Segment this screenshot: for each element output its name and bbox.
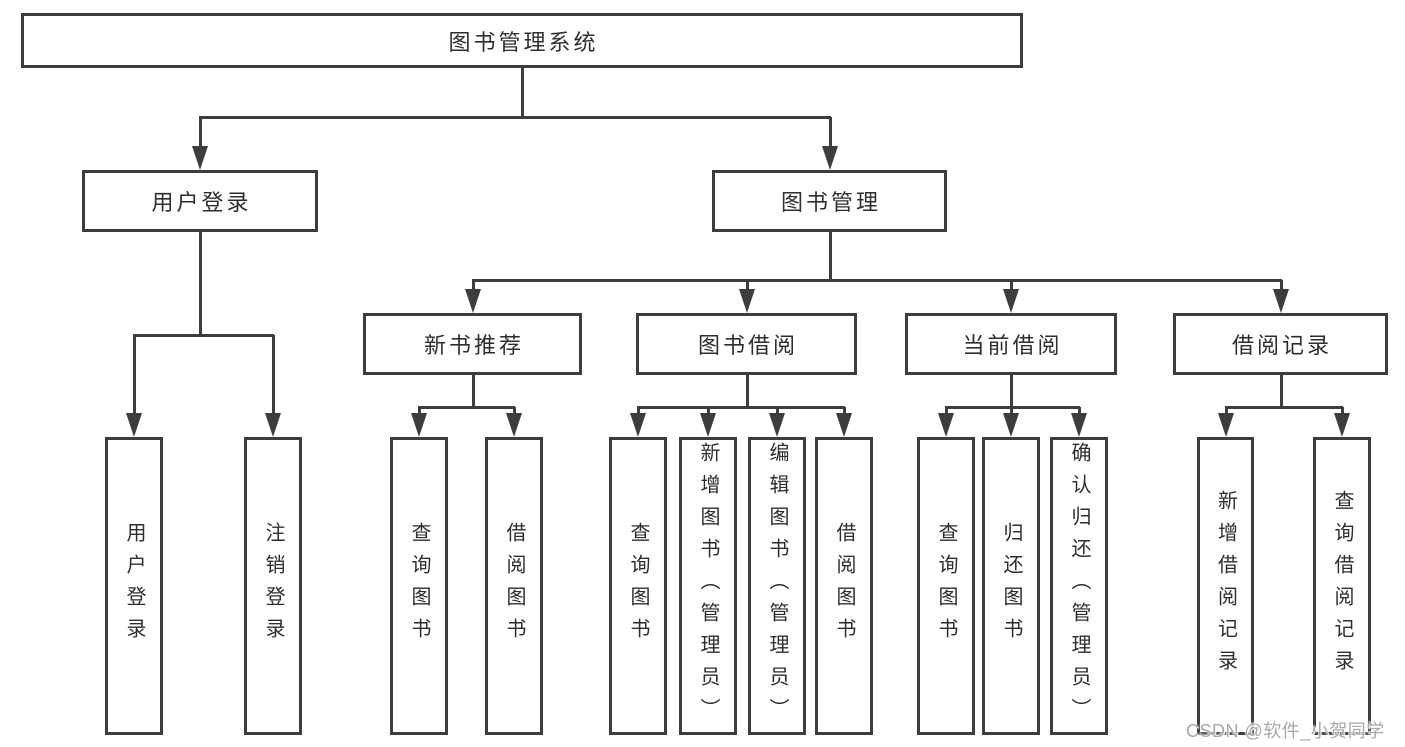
node-leaf-bb-borrow: 借阅图书 (815, 437, 873, 735)
node-label-leaf-br-add: 新增借阅记录 (1214, 490, 1237, 682)
node-label-root: 图书管理系统 (448, 29, 599, 55)
arrowhead (192, 146, 208, 170)
arrowhead (411, 413, 427, 437)
connector-vline (745, 375, 749, 407)
connector-vline (1010, 280, 1013, 295)
arrowhead (126, 413, 142, 437)
node-leaf-br-add: 新增借阅记录 (1197, 437, 1254, 735)
node-label-leaf-br-query: 查询借阅记录 (1331, 490, 1353, 682)
arrowhead (1334, 413, 1350, 437)
node-leaf-bb-query: 查询图书 (609, 437, 667, 735)
node-label-leaf-cb-return: 归还图书 (1000, 522, 1022, 650)
connector-vline (471, 375, 475, 407)
node-new-book-rec: 新书推荐 (363, 313, 582, 375)
node-book-mgmt: 图书管理 (712, 170, 947, 232)
arrowhead (821, 146, 838, 170)
node-label-borrow-records: 借阅记录 (1231, 333, 1332, 358)
connector-vline (1279, 375, 1283, 407)
arrowhead (1071, 413, 1087, 437)
arrowhead (1003, 289, 1019, 313)
node-root: 图书管理系统 (21, 13, 1023, 68)
node-label-leaf-nb-borrow: 借阅图书 (503, 522, 525, 650)
node-leaf-nb-borrow: 借阅图书 (485, 437, 543, 735)
connector-vline (471, 280, 475, 295)
node-label-leaf-cb-query: 查询图书 (935, 522, 957, 650)
node-user-login: 用户登录 (82, 170, 318, 232)
node-label-user-login: 用户登录 (151, 190, 252, 215)
arrowhead (265, 413, 281, 437)
connector-vline (199, 117, 202, 152)
node-label-leaf-bb-add: 新增图书（管理员） (697, 442, 719, 730)
node-leaf-bb-add: 新增图书（管理员） (679, 437, 737, 735)
arrowhead (464, 289, 481, 313)
node-label-leaf-nb-query: 查询图书 (408, 522, 430, 650)
node-leaf-logout: 注销登录 (244, 437, 302, 735)
connector-vline (828, 117, 832, 152)
node-label-book-mgmt: 图书管理 (780, 190, 881, 215)
connector-hline (133, 334, 274, 337)
arrowhead (506, 413, 522, 437)
arrowhead (836, 413, 852, 437)
node-leaf-br-query: 查询借阅记录 (1313, 437, 1371, 735)
connector-hline (418, 406, 515, 409)
connector-vline (199, 232, 202, 335)
connector-vline (1279, 280, 1283, 295)
arrowhead (738, 289, 755, 313)
connector-hline (199, 116, 831, 119)
connector-hline (637, 406, 845, 409)
node-label-current-borrow: 当前借阅 (962, 333, 1063, 358)
node-label-new-book-rec: 新书推荐 (423, 333, 524, 358)
node-label-leaf-user-login: 用户登录 (123, 522, 145, 650)
connector-vline (521, 68, 524, 117)
node-label-leaf-bb-borrow: 借阅图书 (833, 522, 855, 650)
node-leaf-user-login: 用户登录 (105, 437, 163, 735)
watermark: CSDN @软件_小贺同学 (1186, 721, 1385, 741)
node-leaf-cb-query: 查询图书 (917, 437, 975, 735)
arrowhead (1217, 413, 1234, 437)
node-label-leaf-cb-confirm: 确认归还（管理员） (1068, 442, 1090, 730)
node-label-book-borrow: 图书借阅 (697, 333, 798, 358)
arrowhead (630, 413, 646, 437)
node-book-borrow: 图书借阅 (636, 313, 857, 375)
connector-vline (828, 232, 832, 280)
arrowhead (938, 413, 954, 437)
node-label-leaf-bb-query: 查询图书 (627, 522, 649, 650)
arrowhead (1272, 289, 1289, 313)
connector-hline (1224, 406, 1343, 409)
node-label-leaf-logout: 注销登录 (262, 522, 284, 650)
connector-vline (745, 280, 749, 295)
connector-vline (272, 335, 275, 419)
arrowhead (769, 413, 785, 437)
node-borrow-records: 借阅记录 (1173, 313, 1388, 375)
connector-hline (471, 279, 1282, 282)
connector-vline (1010, 375, 1013, 407)
node-leaf-cb-confirm: 确认归还（管理员） (1050, 437, 1108, 735)
arrowhead (1003, 413, 1019, 437)
node-current-borrow: 当前借阅 (905, 313, 1117, 375)
node-leaf-nb-query: 查询图书 (390, 437, 448, 735)
connector-vline (133, 335, 136, 419)
arrowhead (700, 413, 716, 437)
node-label-leaf-bb-edit: 编辑图书（管理员） (766, 442, 788, 730)
node-leaf-cb-return: 归还图书 (982, 437, 1040, 735)
node-leaf-bb-edit: 编辑图书（管理员） (748, 437, 806, 735)
